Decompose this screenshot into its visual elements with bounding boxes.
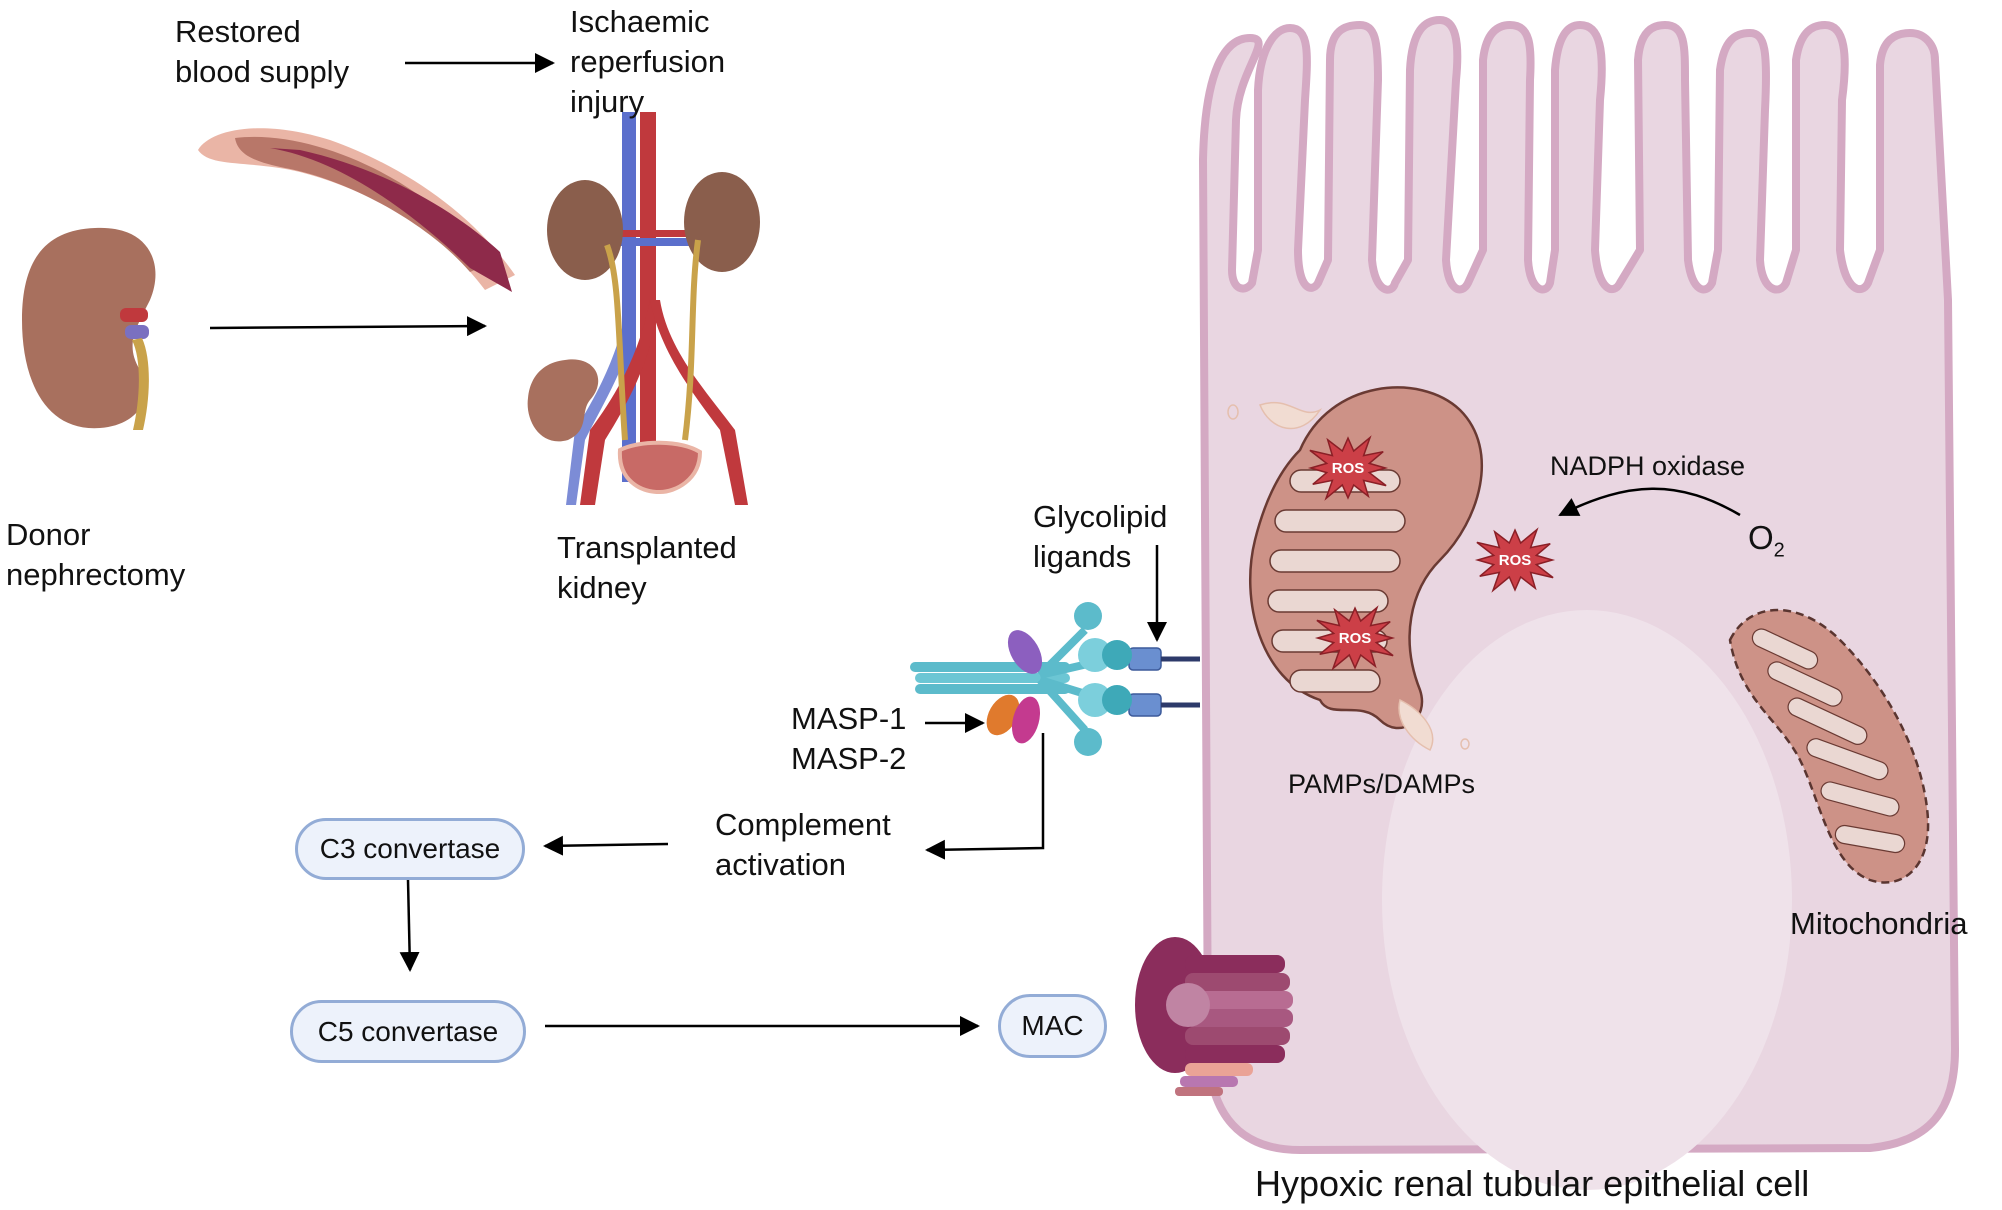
glycolipid-ligands-label: Glycolipid ligands: [1033, 497, 1167, 577]
transplanted-kidney-icon: [527, 112, 760, 505]
pamps-damps-label: PAMPs/DAMPs: [1288, 769, 1476, 799]
label-line: Ischaemic: [570, 4, 710, 39]
donor-nephrectomy-label: Donor nephrectomy: [6, 515, 185, 595]
mac-pore-icon: [1135, 937, 1293, 1096]
ros-group: ROS ROS ROS: [1307, 435, 1556, 671]
label-line: Glycolipid: [1033, 499, 1168, 534]
glycolipid-receptors: [1128, 647, 1200, 717]
mac-node: MAC: [998, 994, 1107, 1058]
ros-star-icon: [1474, 527, 1556, 593]
ros-label: ROS: [1339, 630, 1372, 647]
label-line: kidney: [557, 570, 647, 605]
o2-subscript: 2: [1773, 539, 1785, 562]
label-line: MASP-1: [791, 701, 907, 736]
nadph-oxidase-label: NADPH oxidase: [1550, 451, 1746, 481]
o2-base: O: [1748, 519, 1774, 556]
label-line: Transplanted: [557, 530, 737, 565]
nucleus: [1382, 610, 1792, 1190]
ischaemic-injury-label: Ischaemic reperfusion injury: [570, 2, 725, 122]
label-line: nephrectomy: [6, 557, 186, 592]
masp-label: MASP-1 MASP-2: [791, 699, 906, 779]
mitochondria-label: Mitochondria: [1790, 906, 1968, 941]
label-line: Donor: [6, 517, 91, 552]
mitochondrion-icon: [1728, 608, 1930, 884]
c3-convertase-node: C3 convertase: [295, 818, 525, 880]
label-line: Restored: [175, 14, 301, 49]
complement-activation-label: Complement activation: [715, 805, 891, 885]
label-line: ligands: [1033, 539, 1132, 574]
transplanted-kidney-label: Transplanted kidney: [557, 528, 737, 608]
cell-caption: Hypoxic renal tubular epithelial cell: [1255, 1163, 1810, 1204]
c5-convertase-node: C5 convertase: [290, 1000, 526, 1063]
restored-blood-supply-label: Restored blood supply: [175, 12, 349, 92]
arrow-c3-to-c5: [399, 879, 420, 972]
label-line: MASP-2: [791, 741, 907, 776]
arrow-donor-to-transplant: [209, 316, 487, 337]
arrow-nadph: [1558, 487, 1741, 517]
label-line: reperfusion: [570, 44, 726, 79]
label-line: Complement: [715, 807, 891, 842]
arrow-to-c3: [543, 835, 669, 856]
oxygen-label: O2: [1748, 518, 1785, 571]
mbl-masp-complex: [910, 602, 1132, 756]
epithelial-cell: [1199, 16, 1959, 1190]
ros-label: ROS: [1499, 552, 1532, 569]
donor-kidney-icon: [22, 227, 156, 430]
label-line: activation: [715, 847, 846, 882]
ros-label: ROS: [1332, 460, 1365, 477]
ros-star-icon: [1307, 435, 1389, 501]
label-line: blood supply: [175, 54, 350, 89]
label-line: injury: [570, 84, 645, 119]
ros-star-icon: [1314, 605, 1396, 671]
arrow-complement-activation: [925, 733, 1045, 860]
blood-vessel-icon: [198, 128, 515, 292]
